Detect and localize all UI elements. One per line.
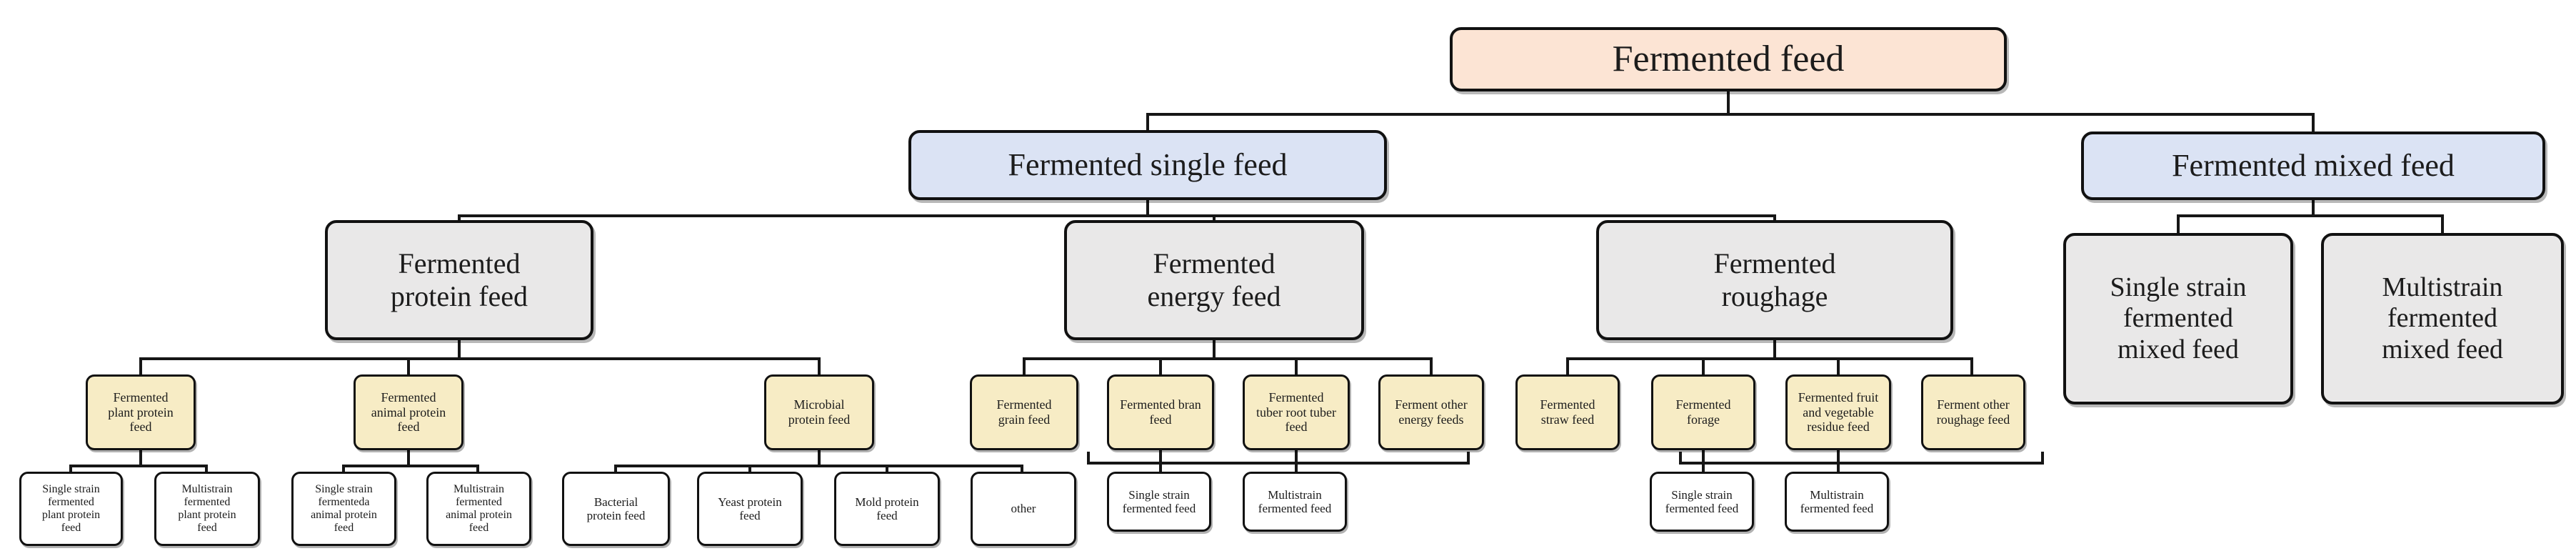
node-fermented-grain-feed: Fermented grain feed bbox=[970, 374, 1078, 450]
connector-line bbox=[1430, 357, 1433, 376]
connector-line bbox=[1679, 452, 1682, 465]
connector-line bbox=[748, 465, 751, 473]
node-yeast-protein-feed: Yeast protein feed bbox=[697, 472, 803, 546]
node-fermented-feed: Fermented feed bbox=[1450, 27, 2007, 91]
node-mold-protein-feed: Mold protein feed bbox=[834, 472, 940, 546]
connector-line bbox=[407, 449, 410, 467]
node-ferment-other-energy-feeds: Ferment other energy feeds bbox=[1378, 374, 1484, 450]
connector-line bbox=[1213, 339, 1216, 360]
node-fermented-plant-protein-feed: Fermented plant protein feed bbox=[86, 374, 196, 450]
node-fermented-animal-protein-feed: Fermented animal protein feed bbox=[354, 374, 463, 450]
connector-line bbox=[886, 465, 888, 473]
connector-line bbox=[342, 465, 479, 467]
connector-line bbox=[1702, 449, 1705, 473]
node-fermented-bran-feed: Fermented bran feed bbox=[1107, 374, 1214, 450]
connector-line bbox=[1970, 357, 1973, 376]
connector-line bbox=[614, 465, 1023, 467]
connector-line bbox=[69, 465, 72, 473]
node-single-strain-fermented-animal-protein-feed: Single strain fermenteda animal protein … bbox=[291, 472, 396, 546]
connector-line bbox=[458, 339, 461, 360]
connector-line bbox=[69, 465, 208, 467]
node-single-strain-fermented-feed-energy: Single strain fermented feed bbox=[1107, 472, 1211, 532]
connector-line bbox=[1146, 199, 1149, 217]
node-multistrain-fermented-mixed-feed: Multistrain fermented mixed feed bbox=[2321, 233, 2564, 404]
connector-line bbox=[1087, 462, 1470, 465]
connector-line bbox=[2177, 214, 2180, 234]
node-fermented-roughage: Fermented roughage bbox=[1596, 220, 1953, 340]
connector-line bbox=[1023, 357, 1433, 360]
node-multistrain-fermented-feed-roughage: Multistrain fermented feed bbox=[1785, 472, 1889, 532]
connector-line bbox=[342, 465, 345, 473]
connector-line bbox=[458, 214, 461, 223]
node-fermented-energy-feed: Fermented energy feed bbox=[1064, 220, 1364, 340]
node-fermented-fruit-and-vegetable-residue-feed: Fermented fruit and vegetable residue fe… bbox=[1785, 374, 1891, 450]
connector-line bbox=[1159, 449, 1162, 473]
node-fermented-tuber-root-tuber-feed: Fermented tuber root tuber feed bbox=[1243, 374, 1350, 450]
connector-line bbox=[1566, 357, 1973, 360]
node-fermented-mixed-feed: Fermented mixed feed bbox=[2081, 131, 2545, 200]
connector-line bbox=[1146, 113, 1149, 131]
connector-line bbox=[476, 465, 479, 473]
connector-line bbox=[1773, 339, 1776, 360]
connector-line bbox=[205, 465, 208, 473]
connector-line bbox=[1727, 90, 1730, 116]
node-other: other bbox=[971, 472, 1076, 546]
connector-line bbox=[2177, 214, 2444, 217]
connector-line bbox=[1021, 465, 1023, 473]
connector-line bbox=[614, 465, 617, 473]
connector-line bbox=[139, 357, 142, 376]
connector-line bbox=[818, 357, 821, 376]
node-single-strain-fermented-feed-roughage: Single strain fermented feed bbox=[1650, 472, 1754, 532]
connector-line bbox=[818, 449, 821, 467]
node-fermented-forage: Fermented forage bbox=[1651, 374, 1755, 450]
connector-line bbox=[1159, 357, 1162, 376]
connector-line bbox=[1702, 357, 1705, 376]
connector-line bbox=[458, 214, 1776, 217]
connector-line bbox=[1295, 449, 1298, 473]
connector-line bbox=[1679, 462, 2044, 465]
node-multistrain-fermented-plant-protein-feed: Multistrain fermented plant protein feed bbox=[154, 472, 260, 546]
connector-line bbox=[1566, 357, 1569, 376]
node-multistrain-fermented-animal-protein-feed: Multistrain fermented animal protein fee… bbox=[426, 472, 531, 546]
connector-line bbox=[1837, 357, 1840, 376]
connector-line bbox=[2312, 113, 2315, 133]
connector-line bbox=[1146, 113, 2315, 116]
node-single-strain-fermented-mixed-feed: Single strain fermented mixed feed bbox=[2063, 233, 2293, 404]
connector-line bbox=[1837, 449, 1840, 473]
connector-line bbox=[2441, 214, 2444, 234]
node-fermented-protein-feed: Fermented protein feed bbox=[325, 220, 593, 340]
node-single-strain-fermented-plant-protein-feed: Single strain fermented plant protein fe… bbox=[19, 472, 123, 546]
node-fermented-single-feed: Fermented single feed bbox=[908, 130, 1387, 200]
node-bacterial-protein-feed: Bacterial protein feed bbox=[562, 472, 670, 546]
connector-line bbox=[407, 357, 410, 376]
connector-line bbox=[1295, 357, 1298, 376]
connector-line bbox=[1213, 214, 1216, 223]
node-microbial-protein-feed: Microbial protein feed bbox=[764, 374, 874, 450]
connector-line bbox=[1023, 357, 1026, 376]
connector-line bbox=[2312, 199, 2315, 217]
connector-line bbox=[139, 449, 142, 467]
node-fermented-straw-feed: Fermented straw feed bbox=[1515, 374, 1620, 450]
connector-line bbox=[1467, 452, 1470, 465]
connector-line bbox=[139, 357, 821, 360]
connector-line bbox=[1773, 214, 1776, 223]
node-ferment-other-roughage-feed: Ferment other roughage feed bbox=[1921, 374, 2025, 450]
node-multistrain-fermented-feed-energy: Multistrain fermented feed bbox=[1243, 472, 1347, 532]
connector-line bbox=[2041, 452, 2044, 465]
connector-line bbox=[1087, 452, 1090, 465]
